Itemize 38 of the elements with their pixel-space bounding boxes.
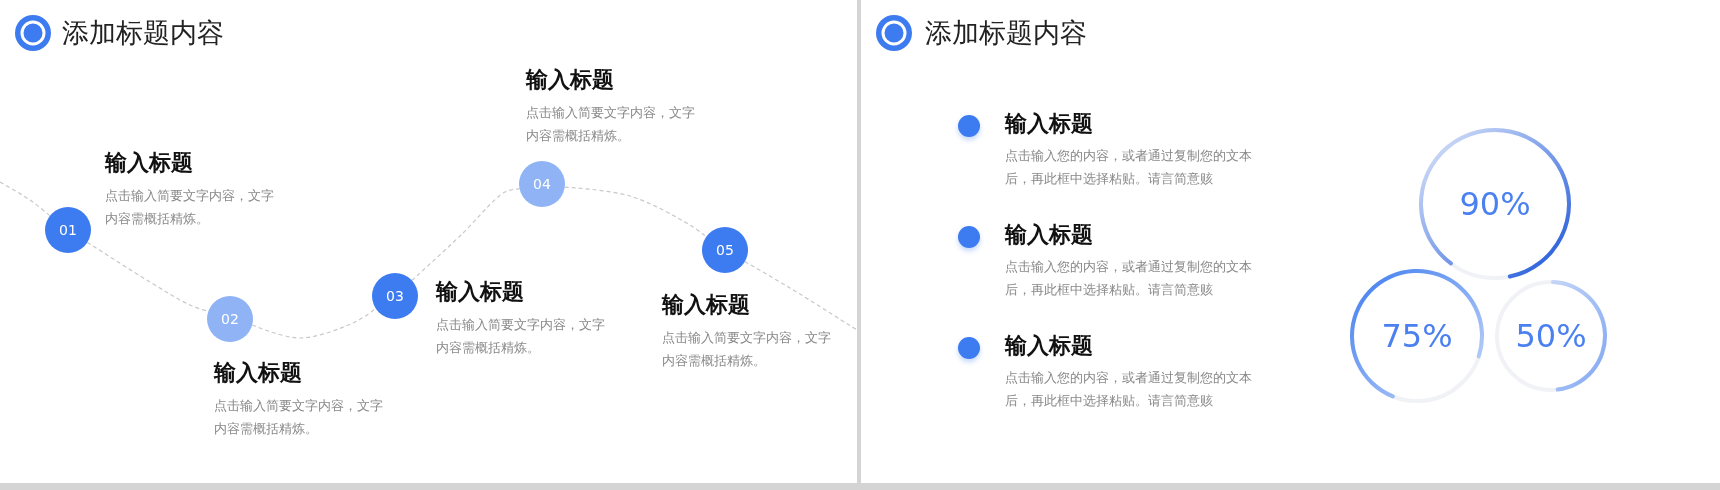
slide-title: 添加标题内容 bbox=[925, 19, 1087, 46]
item-heading: 输入标题 bbox=[1005, 333, 1093, 360]
percentage-value: 50% bbox=[1514, 320, 1588, 352]
progress-ring bbox=[1494, 279, 1608, 393]
step-number-circle: 03 bbox=[372, 273, 418, 319]
item-description: 点击输入简要文字内容，文字内容需概括精炼。 bbox=[214, 397, 384, 438]
step-number-circle: 01 bbox=[45, 207, 91, 253]
item-heading: 输入标题 bbox=[1005, 222, 1093, 249]
item-heading: 输入标题 bbox=[1005, 111, 1093, 138]
item-heading: 输入标题 bbox=[526, 67, 614, 94]
bullet-dot bbox=[958, 115, 980, 137]
item-heading: 输入标题 bbox=[214, 360, 302, 387]
percentage-value: 75% bbox=[1380, 320, 1454, 352]
item-description: 点击输入您的内容，或者通过复制您的文本后，再此框中选择粘贴。请言简意赅 bbox=[1005, 258, 1253, 299]
item-description: 点击输入简要文字内容，文字内容需概括精炼。 bbox=[436, 316, 606, 357]
item-heading: 输入标题 bbox=[662, 292, 750, 319]
dashed-curve bbox=[564, 186, 707, 238]
dashed-curve bbox=[86, 241, 209, 312]
dashed-curve bbox=[251, 307, 377, 339]
item-description: 点击输入简要文字内容，文字内容需概括精炼。 bbox=[105, 187, 275, 228]
progress-ring bbox=[1349, 268, 1485, 404]
step-number-circle: 05 bbox=[702, 227, 748, 273]
item-heading: 输入标题 bbox=[105, 150, 193, 177]
step-number-circle: 04 bbox=[519, 161, 565, 207]
percentage-value: 90% bbox=[1458, 188, 1532, 220]
item-description: 点击输入简要文字内容，文字内容需概括精炼。 bbox=[662, 329, 832, 370]
item-heading: 输入标题 bbox=[436, 279, 524, 306]
item-description: 点击输入您的内容，或者通过复制您的文本后，再此框中选择粘贴。请言简意赅 bbox=[1005, 147, 1253, 188]
step-number-circle: 02 bbox=[207, 296, 253, 342]
item-description: 点击输入您的内容，或者通过复制您的文本后，再此框中选择粘贴。请言简意赅 bbox=[1005, 369, 1253, 410]
dashed-curve bbox=[411, 188, 521, 281]
bullet-dot bbox=[958, 226, 980, 248]
progress-ring bbox=[1418, 127, 1572, 281]
slide-title: 添加标题内容 bbox=[62, 19, 224, 46]
dashed-curve bbox=[0, 181, 51, 217]
bullet-dot bbox=[958, 337, 980, 359]
dashed-curve bbox=[744, 261, 858, 331]
item-description: 点击输入简要文字内容，文字内容需概括精炼。 bbox=[526, 104, 696, 145]
